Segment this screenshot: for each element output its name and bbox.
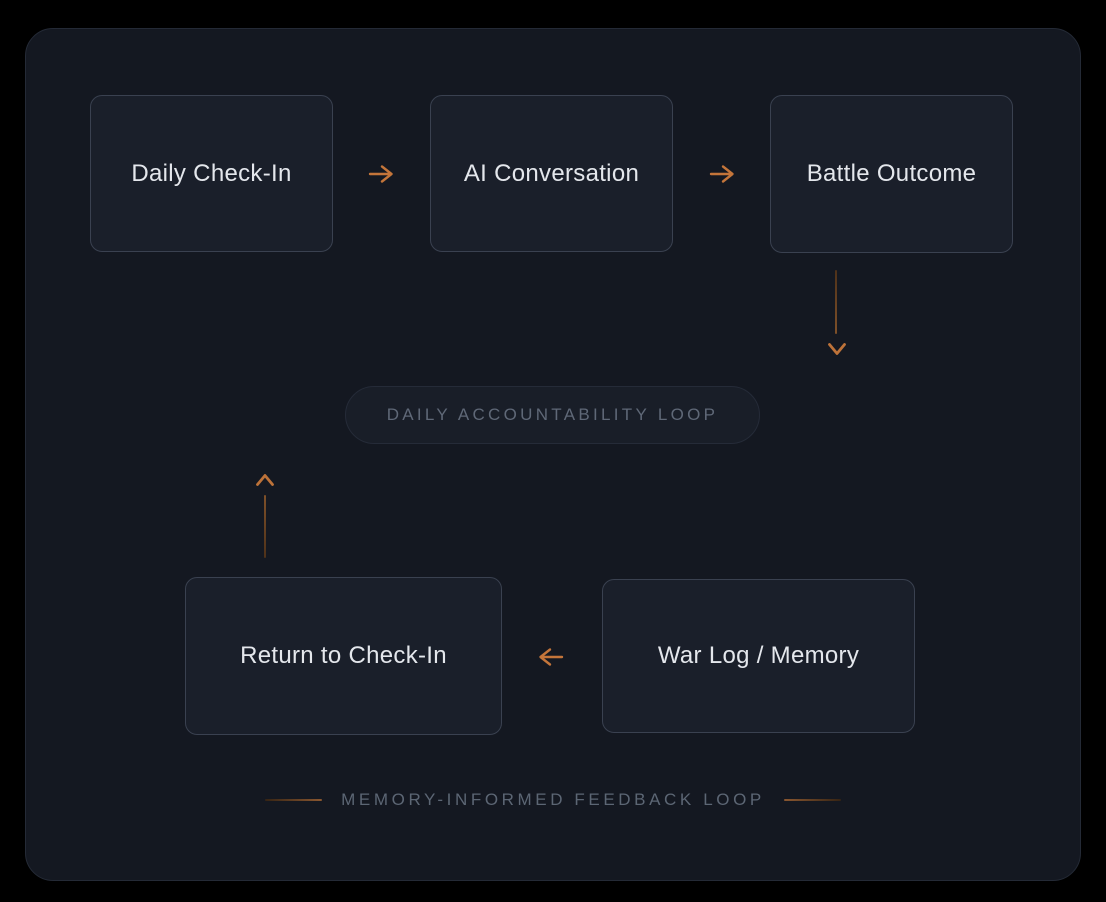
node-label: War Log / Memory (657, 642, 860, 669)
feedback-loop-caption-label: MEMORY-INFORMED FEEDBACK LOOP (341, 790, 765, 809)
node-label: Battle Outcome (806, 160, 977, 187)
node-label: Return to Check-In (240, 642, 447, 669)
node-battle-outcome: Battle Outcome (770, 95, 1013, 253)
divider-dash-right-icon (783, 799, 841, 801)
node-return-to-check-in: Return to Check-In (185, 577, 502, 735)
connector-line-down (835, 270, 837, 334)
arrow-right-icon (368, 164, 394, 184)
chevron-down-icon (827, 342, 847, 357)
daily-loop-badge-label: DAILY ACCOUNTABILITY LOOP (386, 405, 719, 424)
chevron-up-icon (255, 472, 275, 487)
arrow-right-icon (709, 164, 735, 184)
daily-loop-badge: DAILY ACCOUNTABILITY LOOP (345, 386, 760, 444)
node-label: AI Conversation (463, 159, 640, 187)
node-daily-check-in: Daily Check-In (90, 95, 333, 252)
feedback-loop-caption: MEMORY-INFORMED FEEDBACK LOOP (25, 786, 1081, 814)
node-war-log-memory: War Log / Memory (602, 579, 915, 733)
arrow-left-icon (538, 647, 564, 667)
node-label: Daily Check-In (131, 159, 292, 187)
divider-dash-left-icon (265, 799, 323, 801)
connector-line-up (264, 495, 266, 558)
node-ai-conversation: AI Conversation (430, 95, 673, 252)
